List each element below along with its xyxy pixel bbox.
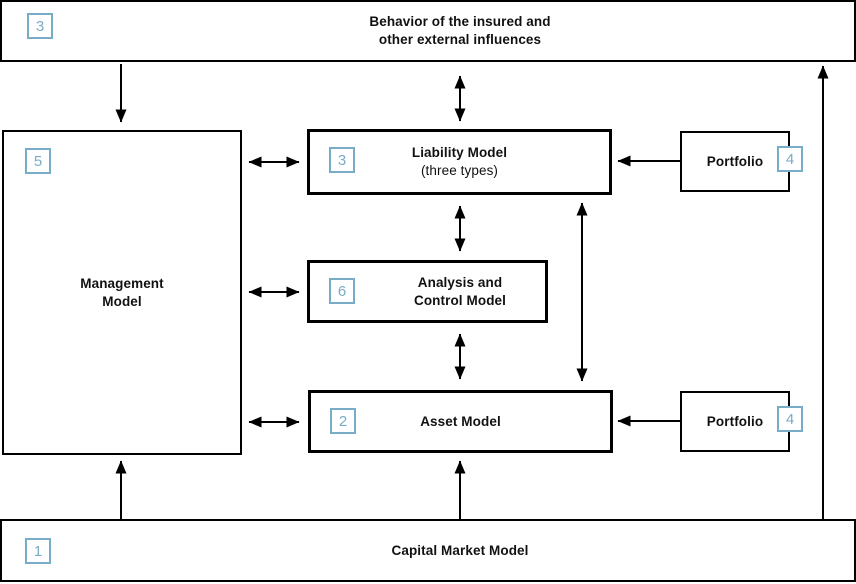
analysis-control-model-label: Analysis and Control Model	[360, 260, 560, 323]
management-label-line1: Management	[80, 275, 164, 291]
asset-model-label: Asset Model	[308, 390, 613, 453]
portfolio-bottom-label: Portfolio	[680, 391, 790, 452]
portfolio-top-label-text: Portfolio	[706, 153, 764, 169]
behavior-box-label: Behavior of the insured and other extern…	[260, 0, 660, 62]
portfolio-top-label: Portfolio	[680, 131, 790, 192]
badge-portfolio-bottom: 4	[777, 406, 803, 432]
badge-portfolio-top: 4	[777, 146, 803, 172]
badge-management: 5	[25, 148, 51, 174]
capital-label-text: Capital Market Model	[391, 542, 529, 558]
analysis-label-line1: Analysis and	[417, 274, 503, 290]
capital-market-model-box	[0, 519, 856, 582]
asset-model-box	[308, 390, 613, 453]
badge-liability: 3	[329, 147, 355, 173]
behavior-label-line1: Behavior of the insured and	[369, 14, 551, 29]
portfolio-box-bottom	[680, 391, 790, 452]
analysis-label-line2: Control Model	[413, 292, 507, 308]
badge-analysis: 6	[329, 278, 355, 304]
badge-asset: 2	[330, 408, 356, 434]
asset-label-text: Asset Model	[420, 413, 501, 429]
portfolio-bottom-label-text: Portfolio	[706, 413, 764, 429]
badge-behavior: 3	[27, 13, 53, 39]
liability-model-box	[307, 129, 612, 195]
portfolio-box-top	[680, 131, 790, 192]
management-model-box	[2, 130, 242, 455]
liability-label-line2: (three types)	[420, 163, 499, 178]
liability-label-line1: Liability Model	[411, 145, 508, 160]
behavior-box	[0, 0, 856, 62]
management-model-label: Management Model	[2, 130, 242, 455]
badge-capital: 1	[25, 538, 51, 564]
liability-model-label: Liability Model (three types)	[307, 129, 612, 195]
management-label-line2: Model	[102, 293, 142, 309]
behavior-label-line2: other external influences	[378, 32, 542, 47]
capital-market-model-label: Capital Market Model	[260, 519, 660, 582]
